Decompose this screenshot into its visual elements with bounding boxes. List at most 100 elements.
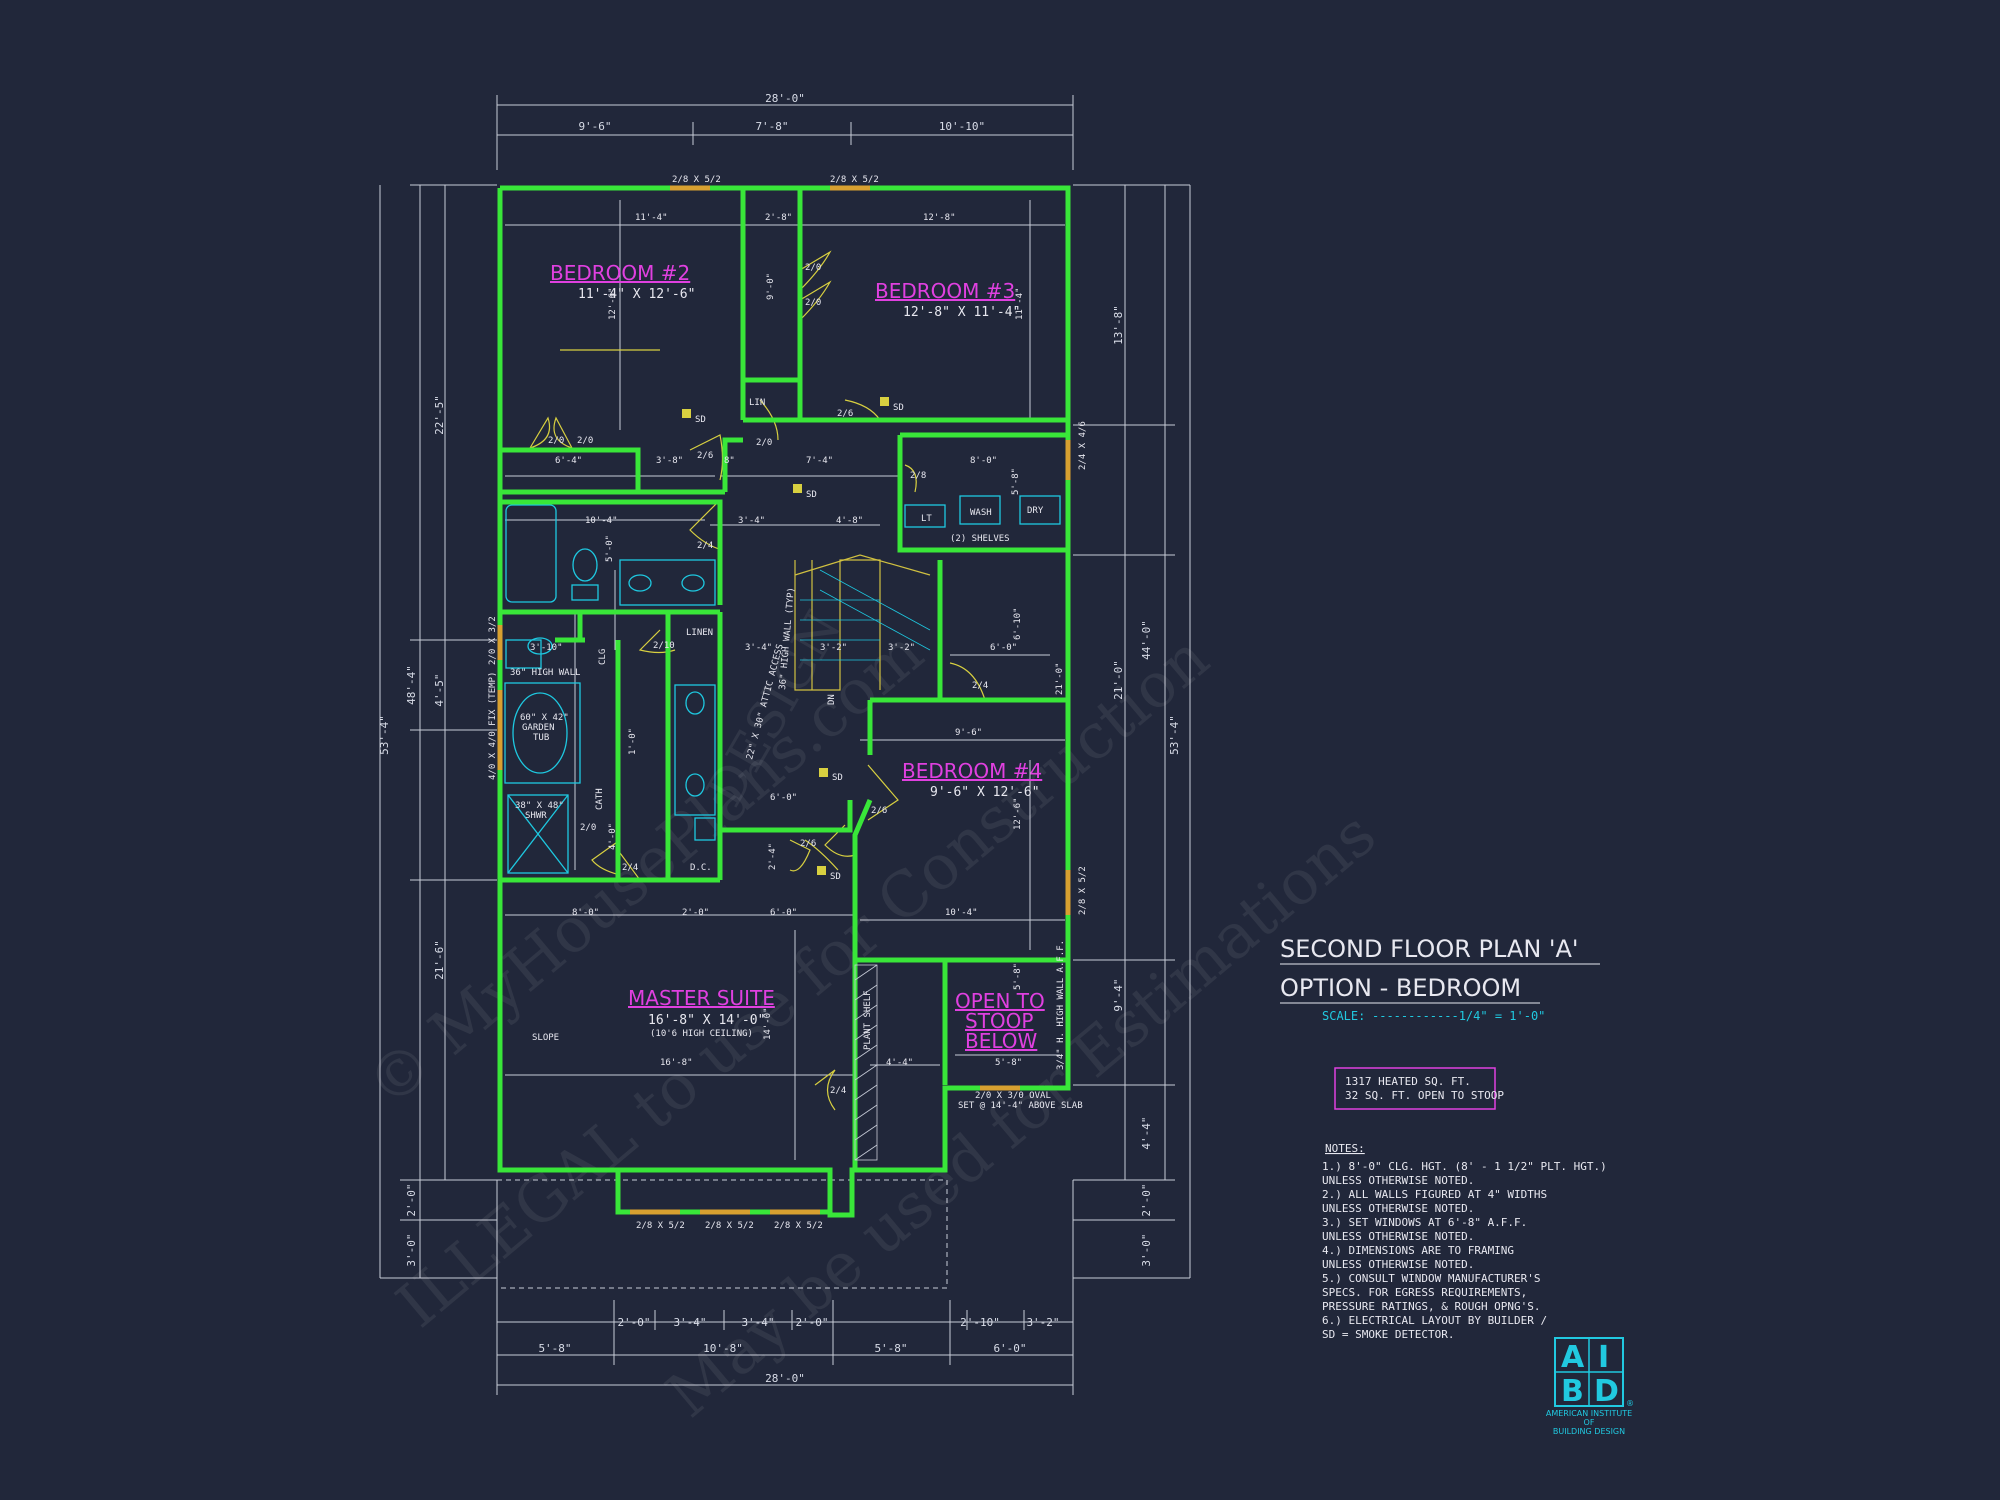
smoke-detectors <box>682 397 889 875</box>
dim-top-overall: 28'-0" <box>765 92 805 105</box>
scale-value: ------------1/4" = 1'-0" <box>1372 1009 1545 1023</box>
shower-label: SHWR <box>525 811 547 821</box>
plan-subtitle: OPTION - BEDROOM <box>1280 974 1521 1002</box>
dryer <box>1019 495 1061 525</box>
interior-dim: 6'-10" <box>1013 607 1023 640</box>
dressing-closet-label: D.C. <box>690 863 712 873</box>
plumbing-fixtures <box>504 495 1061 874</box>
windows <box>497 185 1071 1215</box>
interior-dim: 3'-4" <box>745 643 772 653</box>
smoke-detector <box>880 397 889 406</box>
master-suite-size: 16'-8" X 14'-0" <box>648 1013 765 1028</box>
dim-left-e: 2'-0" <box>405 1183 418 1216</box>
garden-tub-label: GARDEN <box>522 723 555 733</box>
interior-dim: 2'-4" <box>768 843 778 870</box>
interior-dim: 7'-4" <box>806 456 833 466</box>
interior-dim: 3'-2" <box>820 643 847 653</box>
interior-dim: 12'-6" <box>608 287 618 320</box>
note-line: PRESSURE RATINGS, & ROUGH OPNG'S. <box>1322 1300 1541 1313</box>
note-line: SD = SMOKE DETECTOR. <box>1322 1328 1454 1341</box>
temp-window-label: 4/0 X 4/0 FIX (TEMP) <box>488 672 498 780</box>
watermark-line-3: May be used for Estimations <box>653 797 1389 1432</box>
smoke-detector <box>817 866 826 875</box>
window-label: 2/8 X 5/2 <box>830 175 879 185</box>
heated-area: 1317 HEATED SQ. FT. <box>1345 1075 1471 1088</box>
door-size: 2/0 <box>756 438 772 448</box>
note-line: 2.) ALL WALLS FIGURED AT 4" WIDTHS <box>1322 1188 1547 1201</box>
logo-letter-b: B <box>1561 1374 1584 1409</box>
walls <box>497 185 1071 1218</box>
dim-right-g: 3'-0" <box>1140 1233 1153 1266</box>
dim-right-c: 21'-0" <box>1112 660 1125 700</box>
logo-registered: ® <box>1626 1399 1634 1408</box>
dim-right-e: 4'-4" <box>1140 1116 1153 1149</box>
master-suite-ceiling: (10'6 HIGH CEILING) <box>650 1029 753 1039</box>
window-label: 2/8 X 5/2 <box>672 175 721 185</box>
interior-dim: 3'-4" <box>738 516 765 526</box>
window-label: 2/8 X 5/2 <box>636 1221 685 1231</box>
scale-label: SCALE: <box>1322 1009 1365 1023</box>
door-size: 2/0 <box>805 298 821 308</box>
interior-dim: 14'-0" <box>763 1007 773 1040</box>
smoke-detector <box>793 484 802 493</box>
bedroom-3-label: BEDROOM #3 <box>875 279 1015 303</box>
note-line: UNLESS OTHERWISE NOTED. <box>1322 1202 1474 1215</box>
dim-left-overall: 53'-4" <box>378 715 391 755</box>
window-label: 2/8 X 5/2 <box>1078 866 1088 915</box>
open-to-stoop-label: OPEN TO <box>955 989 1045 1013</box>
door-size: 2/4 <box>697 541 713 551</box>
door-size: 2/0 <box>805 263 821 273</box>
dim-left-a: 22'-5" <box>433 395 446 435</box>
dim-bottom-c: 5'-8" <box>874 1342 907 1355</box>
shower-label: 38" X 48" <box>515 801 564 811</box>
open-area: 32 SQ. FT. OPEN TO STOOP <box>1345 1089 1504 1102</box>
dim-bottom-a: 5'-8" <box>538 1342 571 1355</box>
window-label: 2/0 X 3/2 <box>488 616 498 665</box>
interior-dim: 6'-4" <box>555 456 582 466</box>
note-line: 1.) 8'-0" CLG. HGT. (8' - 1 1/2" PLT. HG… <box>1322 1160 1607 1173</box>
interior-dimension-lines <box>505 200 1065 1160</box>
interior-dim: 21'-0" <box>1055 662 1065 695</box>
interior-dim: 10'-4" <box>945 908 978 918</box>
stair-down-label: DN <box>827 694 837 705</box>
interior-dim: 5'-0" <box>605 535 615 562</box>
smoke-detector-label: SD <box>832 773 843 783</box>
interior-dim: 3'-8" <box>656 456 683 466</box>
linen-closet-label: LIN <box>749 398 765 408</box>
door-size: 2/0 <box>580 823 596 833</box>
door-size: 2/6 <box>837 409 853 419</box>
bedroom-4-label: BEDROOM #4 <box>902 759 1042 783</box>
note-line: UNLESS OTHERWISE NOTED. <box>1322 1230 1474 1243</box>
notes-list: 1.) 8'-0" CLG. HGT. (8' - 1 1/2" PLT. HG… <box>1322 1160 1607 1341</box>
interior-dim: 2'-8" <box>765 213 792 223</box>
dim-left-f: 3'-0" <box>405 1233 418 1266</box>
interior-dim: 12'-6" <box>1013 797 1023 830</box>
note-line: 4.) DIMENSIONS ARE TO FRAMING <box>1322 1244 1514 1257</box>
interior-dim: 3'-2" <box>888 643 915 653</box>
interior-dim: 11'-4" <box>635 213 668 223</box>
interior-dim: 6'-0" <box>770 908 797 918</box>
door-size: 2/4 <box>830 1086 846 1096</box>
dim-left-b: 48'-4" <box>405 665 418 705</box>
high-wall-aff-label: 3/4" H. HIGH WALL A.F.F. <box>1056 940 1066 1070</box>
logo-org: OF <box>1584 1418 1595 1427</box>
aibd-logo: A I B D ® AMERICAN INSTITUTE OF BUILDING… <box>1546 1337 1634 1436</box>
door-size: 2/6 <box>697 451 713 461</box>
dryer-label: DRY <box>1027 506 1044 516</box>
interior-dim: 9'-6" <box>955 728 982 738</box>
smoke-detector-label: SD <box>830 872 841 882</box>
logo-org: BUILDING DESIGN <box>1553 1427 1625 1436</box>
dim-bottom-i: 2'-10" <box>960 1316 1000 1329</box>
dim-bottom-f: 3'-4" <box>673 1316 706 1329</box>
note-line: SPECS. FOR EGRESS REQUIREMENTS, <box>1322 1286 1527 1299</box>
shelves-label: (2) SHELVES <box>950 534 1010 544</box>
bedroom-2-label: BEDROOM #2 <box>550 261 690 285</box>
plant-shelf-hatch <box>854 964 878 1161</box>
door-size: 2/6 <box>800 839 816 849</box>
dimension-lines <box>379 95 1191 1395</box>
window-label: 2/8 X 5/2 <box>774 1221 823 1231</box>
interior-dim: 12'-8" <box>923 213 956 223</box>
logo-org: AMERICAN INSTITUTE <box>1546 1409 1632 1418</box>
vanity <box>619 559 716 606</box>
note-line: 5.) CONSULT WINDOW MANUFACTURER'S <box>1322 1272 1541 1285</box>
